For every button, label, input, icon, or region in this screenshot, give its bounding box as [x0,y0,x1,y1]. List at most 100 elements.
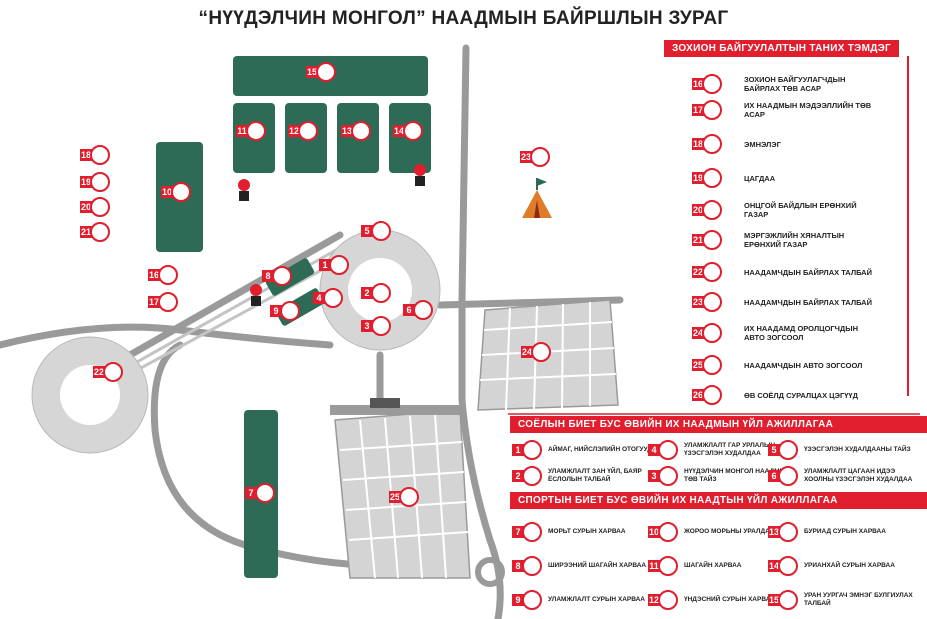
map-marker-15[interactable]: 15 [306,62,336,82]
map-marker-22[interactable]: 22 [93,362,123,382]
item-label: ӨВ СОЁЛД СУРАЛЦАХ ЦЭГҮҮД [744,390,858,400]
item-number: 16 [692,78,704,90]
map-marker-13[interactable]: 13 [341,121,371,141]
handshake-icon [702,74,722,94]
item-label: УРАН УУРГАЧ ЭМНЭГ БУЛГИУЛАХ ТАЛБАЙ [804,592,913,607]
item-label: ИХ НААДАМД ОРОЛЦОГЧДЫН АВТО ЗОГСООЛ [744,324,859,342]
map-marker-10[interactable]: 10 [161,182,191,202]
item-label: ҮЗЭСГЭЛЭН ХУДАЛДААНЫ ТАЙЗ [804,446,911,453]
marker-icon [171,182,191,202]
marker-icon [323,288,343,308]
marker-number: 1 [319,259,331,271]
marker-icon [531,342,551,362]
marker-icon [158,265,178,285]
map-marker-23[interactable]: 23 [520,147,550,167]
map-marker-3[interactable]: 3 [361,316,391,336]
item-number: 5 [768,444,780,456]
activity-icon [658,556,678,576]
marker-icon [90,197,110,217]
marker-number: 4 [313,292,325,304]
activity-icon [778,440,798,460]
item-number: 11 [648,560,660,572]
item-label: ЦАГДАА [744,173,776,183]
marker-number: 7 [245,487,257,499]
marker-number: 6 [403,304,415,316]
marker-number: 2 [361,287,373,299]
map-marker-7[interactable]: 7 [245,483,275,503]
marker-number: 18 [80,149,92,161]
map-marker-6[interactable]: 6 [403,300,433,320]
map-marker-8[interactable]: 8 [262,266,292,286]
item-number: 6 [768,470,780,482]
marker-icon [371,316,391,336]
item-label: МЭРГЭЖЛИЙН ХЯНАЛТЫН ЕРӨНХИЙ ГАЗАР [744,231,845,249]
marker-number: 3 [361,320,373,332]
map-marker-24[interactable]: 24 [521,342,551,362]
item-number: 1 [512,444,524,456]
map-marker-4[interactable]: 4 [313,288,343,308]
item-label: УЛАМЖЛАЛТ ЦАГААН ИДЭЭ ХООЛНЫ ҮЗЭСГЭЛЭН Х… [804,468,913,483]
map-marker-2[interactable]: 2 [361,283,391,303]
item-label: ЖОРОО МОРЬНЫ УРАЛДААН [684,528,780,535]
marker-icon [103,362,123,382]
map-marker-19[interactable]: 19 [80,172,110,192]
map-marker-14[interactable]: 14 [393,121,423,141]
activity-icon [658,440,678,460]
item-number: 12 [648,594,660,606]
marker-icon [316,62,336,82]
item-number: 22 [692,266,704,278]
item-number: 20 [692,204,704,216]
page-title: “НҮҮДЭЛЧИН МОНГОЛ” НААДМЫН БАЙРШЛЫН ЗУРА… [198,8,729,29]
marker-icon [90,222,110,242]
map-marker-17[interactable]: 17 [148,292,178,312]
map-marker-18[interactable]: 18 [80,145,110,165]
map-marker-12[interactable]: 12 [288,121,318,141]
marker-icon [298,121,318,141]
item-number: 8 [512,560,524,572]
marker-icon [272,266,292,286]
map-marker-9[interactable]: 9 [270,301,300,321]
marker-number: 12 [288,125,300,137]
marker-icon [90,145,110,165]
west-road [150,341,424,570]
map-marker-1[interactable]: 1 [319,255,349,275]
activity-icon [522,466,542,486]
item-label: ИХ НААДМЫН МЭДЭЭЛЛИЙН ТӨВ АСАР [744,101,872,119]
legend_sport-item: 8 ШИРЭЭНИЙ ШАГАЙН ХАРВАА [512,556,660,576]
legend_sport-item: 11 ШАГАЙН ХАРВАА [648,556,796,576]
marker-icon [280,301,300,321]
item-number: 24 [692,327,704,339]
marker-icon [351,121,371,141]
map-marker-5[interactable]: 5 [361,221,391,241]
marker-icon [399,487,419,507]
item-label: ШАГАЙН ХАРВАА [684,562,742,569]
activity-icon [778,556,798,576]
map-marker-21[interactable]: 21 [80,222,110,242]
map-marker-11[interactable]: 11 [236,121,266,141]
item-label: ШИРЭЭНИЙ ШАГАЙН ХАРВАА [548,562,647,569]
item-number: 26 [692,389,704,401]
marker-icon [158,292,178,312]
map-marker-16[interactable]: 16 [148,265,178,285]
marker-icon [246,121,266,141]
marker-number: 21 [80,226,92,238]
item-label: ЭМНЭЛЭГ [744,139,781,149]
map-marker-25[interactable]: 25 [389,487,419,507]
item-number: 7 [512,526,524,538]
marker-number: 19 [80,176,92,188]
marker-number: 15 [306,66,318,78]
legend_organizer-item: 26 ӨВ СОЁЛД СУРАЛЦАХ ЦЭГҮҮД [692,385,874,405]
police-icon [702,168,722,188]
map-marker-20[interactable]: 20 [80,197,110,217]
item-label: ОНЦГОЙ БАЙДЛЫН ЕРӨНХИЙ ГАЗАР [744,201,857,219]
